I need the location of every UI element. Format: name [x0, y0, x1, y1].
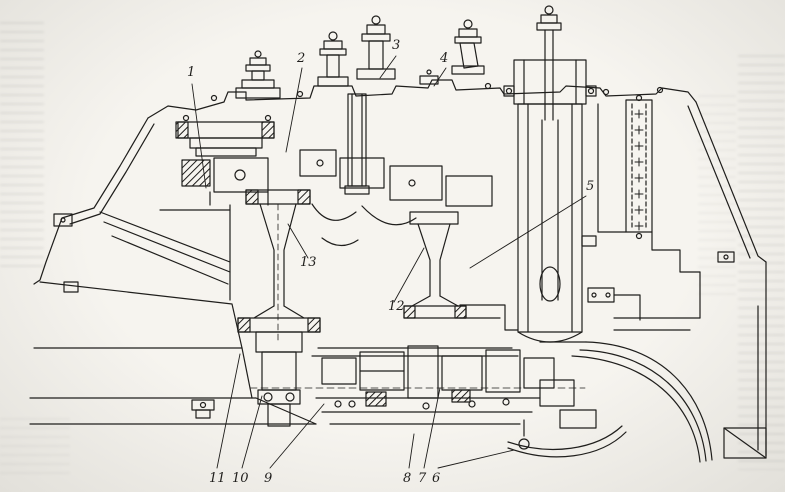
leader-line-12 [393, 247, 425, 303]
leader-line-8 [408, 433, 415, 469]
cone-shaft-primary [237, 189, 321, 427]
callout-10: 10 [232, 471, 249, 486]
leader-line-13 [287, 223, 309, 259]
callout-3: 3 [392, 38, 401, 53]
cone-shaft-secondary [299, 149, 519, 331]
callout-7: 7 [418, 471, 427, 486]
callout-4: 4 [440, 51, 449, 66]
top-fittings [235, 15, 485, 195]
leader-line-10 [241, 395, 263, 469]
gear-train [249, 345, 627, 458]
leader-line-6 [437, 449, 515, 469]
leader-line-3 [379, 55, 397, 79]
callout-12: 12 [388, 299, 405, 314]
callout-5: 5 [586, 179, 595, 194]
leader-line-2 [285, 67, 303, 153]
callout-6: 6 [432, 471, 441, 486]
leader-line-1 [191, 83, 207, 189]
leader-line-7 [423, 387, 441, 469]
callout-8: 8 [403, 471, 412, 486]
leader-line-4 [433, 67, 447, 87]
callout-2: 2 [297, 51, 306, 66]
leader-line-5 [469, 195, 587, 269]
callout-1: 1 [187, 65, 196, 80]
callout-13: 13 [300, 255, 317, 270]
leader-line-11 [216, 353, 241, 469]
callout-11: 11 [209, 471, 226, 486]
leader-line-9 [269, 403, 325, 469]
clutch-assembly [159, 114, 275, 301]
leader-lines [191, 55, 587, 469]
spline-strip [625, 94, 653, 240]
housing-outline [29, 79, 767, 425]
hydraulic-cylinder [503, 5, 597, 343]
callout-9: 9 [264, 471, 273, 486]
frame-rails [571, 261, 767, 463]
